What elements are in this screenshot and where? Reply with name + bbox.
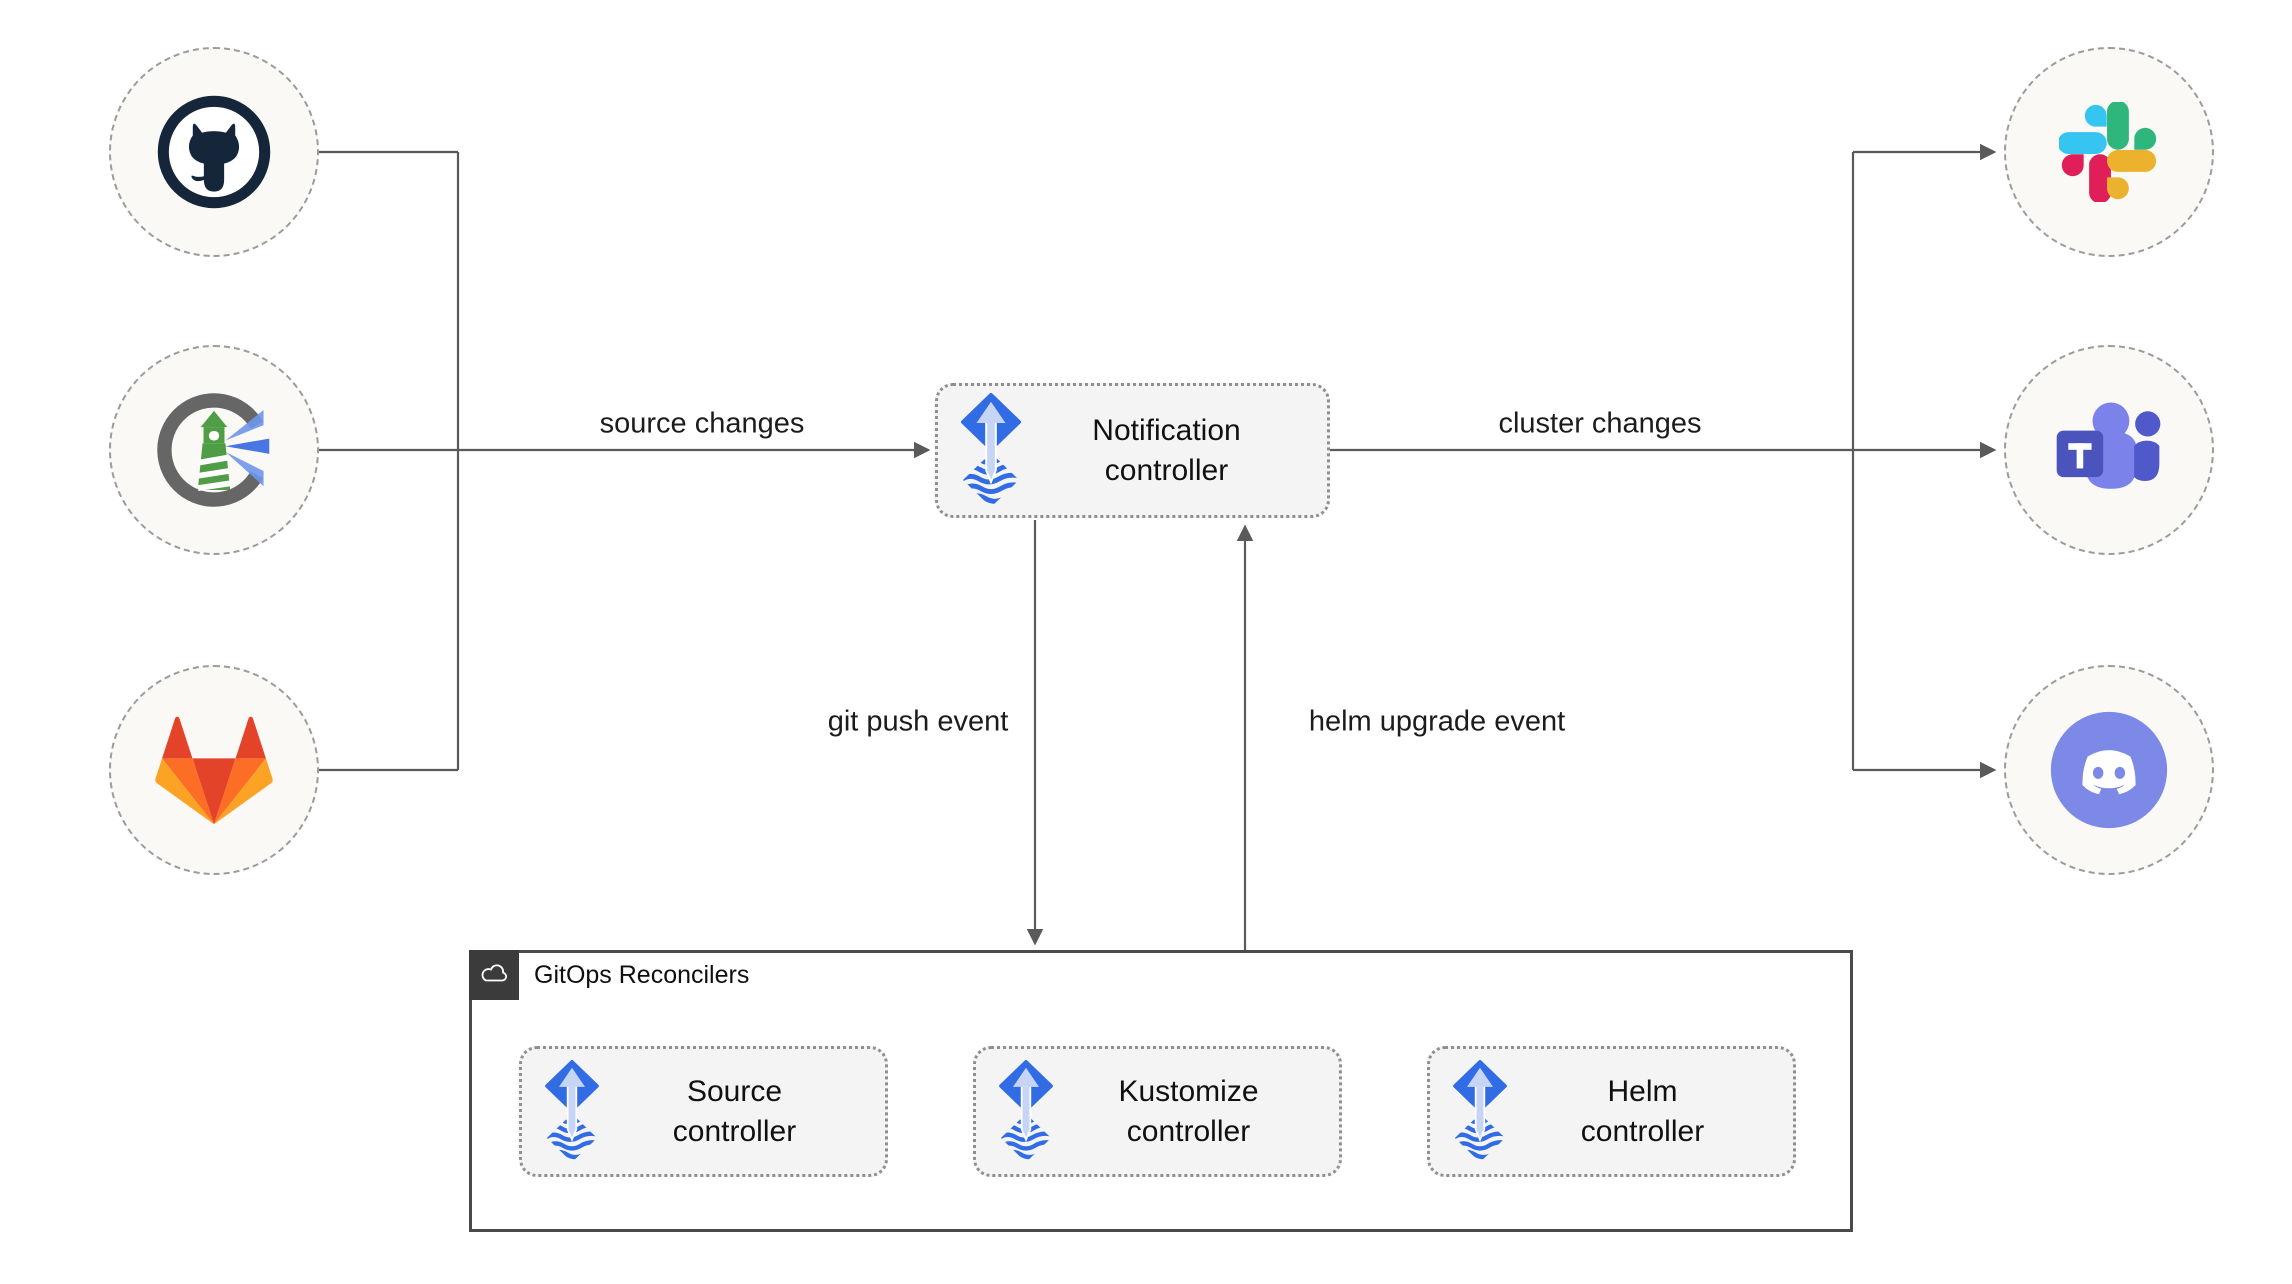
- flux-icon-slot: [544, 1059, 600, 1164]
- discord-icon: [2050, 711, 2168, 829]
- gitops-reconcilers-title: GitOps Reconcilers: [534, 960, 750, 989]
- flux-icon: [545, 1059, 599, 1159]
- flux-icon: [961, 392, 1021, 504]
- kustomize-controller-node: Kustomize controller: [973, 1046, 1342, 1177]
- flux-icon-slot: [960, 392, 1022, 509]
- source-controller-node: Source controller: [519, 1046, 888, 1177]
- edge-label-cluster-changes: cluster changes: [1498, 407, 1702, 440]
- kustomize-controller-label: Kustomize controller: [1118, 1074, 1259, 1148]
- edge-label-git-push-event: git push event: [827, 705, 1009, 738]
- slack-icon: [2059, 102, 2157, 202]
- notification-controller-label: Notification controller: [1092, 413, 1241, 487]
- notification-controller-node: Notification controller: [935, 383, 1330, 518]
- github-node: [109, 47, 319, 257]
- edge-label-helm-upgrade-event: helm upgrade event: [1308, 705, 1566, 738]
- discord-node: [2004, 665, 2214, 875]
- helm-controller-node: Helm controller: [1427, 1046, 1796, 1177]
- helm-controller-label: Helm controller: [1580, 1074, 1705, 1148]
- harbor-node: [109, 345, 319, 555]
- gitops-reconcilers-group: GitOps Reconcilers Source controller: [469, 950, 1853, 1232]
- flux-icon: [1453, 1059, 1507, 1159]
- flux-icon: [999, 1059, 1053, 1159]
- gitlab-node: [109, 665, 319, 875]
- gitlab-icon: [155, 716, 273, 825]
- slack-node: [2004, 47, 2214, 257]
- harbor-icon: [157, 393, 270, 507]
- github-icon: [157, 95, 271, 209]
- cloud-icon: [481, 964, 507, 982]
- source-controller-label: Source controller: [672, 1074, 797, 1148]
- flux-icon-slot: [998, 1059, 1054, 1164]
- flux-icon-slot: [1452, 1059, 1508, 1164]
- teams-icon: [2056, 402, 2161, 489]
- teams-node: [2004, 345, 2214, 555]
- edge-label-source-changes: source changes: [599, 407, 805, 440]
- gitops-reconcilers-badge: [469, 950, 519, 1000]
